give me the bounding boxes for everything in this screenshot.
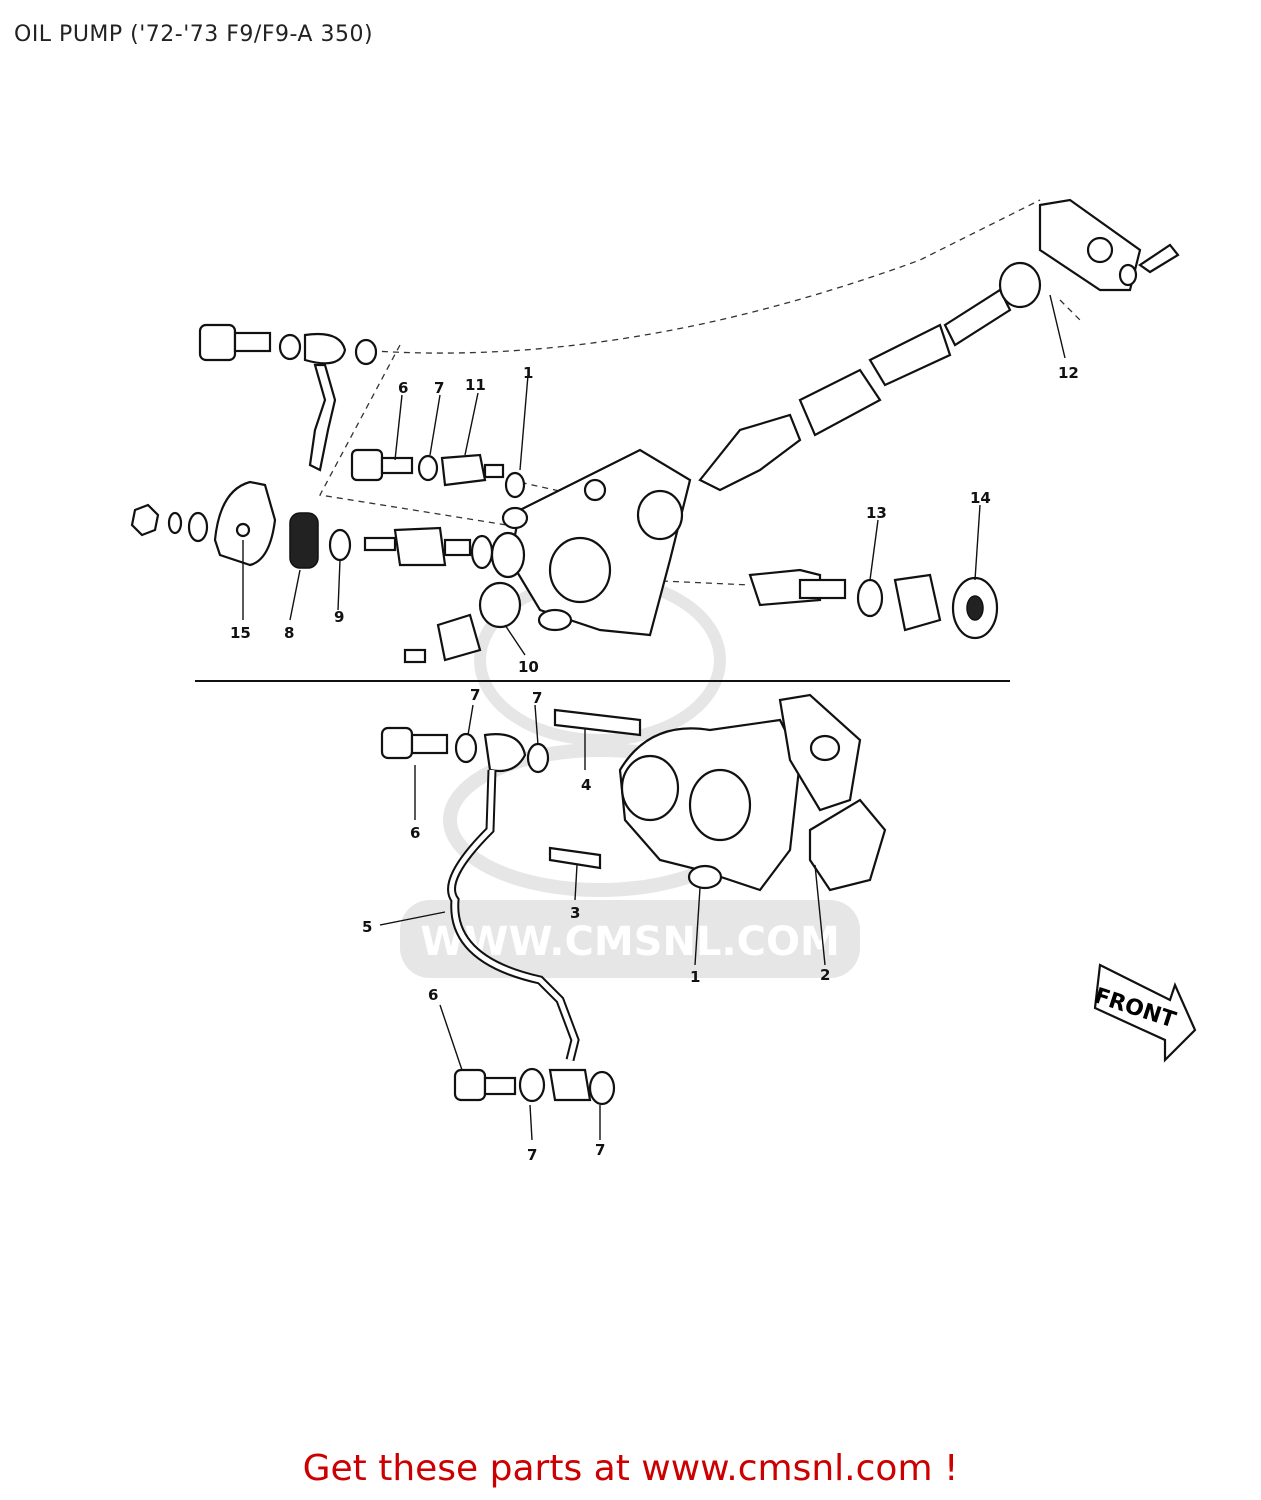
promo-link[interactable]: Get these parts at www.cmsnl.com ! [302,1448,959,1489]
callout-9: 9 [334,608,344,626]
lower-bolt-fitting [453,1067,616,1106]
callout-7-c: 7 [527,1146,537,1164]
page-title: OIL PUMP ('72-'73 F9/F9-A 350) [14,22,374,47]
callout-4: 4 [581,776,591,794]
callout-7-d: 7 [595,1141,605,1159]
leader-lines [242,294,1066,1141]
callout-7-a: 7 [470,686,480,704]
upper-banjo-bolt [198,323,378,472]
left-cable-pulley-stack [130,480,352,569]
callout-14: 14 [970,489,991,507]
callout-7-upper: 7 [434,379,444,397]
callout-10: 10 [518,658,539,676]
plunger-assembly [363,526,494,570]
callout-2: 2 [820,966,830,984]
callouts: 1 6 7 11 12 13 14 15 8 9 10 7 7 4 6 3 1 … [230,364,1079,1164]
callout-1-lower: 1 [690,968,700,986]
callout-13: 13 [866,504,887,522]
front-direction-arrow: FRONT [1091,963,1197,1063]
pump-shaft-assembly [698,198,1180,492]
callout-6-lower: 6 [428,986,438,1004]
callout-11: 11 [465,376,486,394]
callout-12: 12 [1058,364,1079,382]
lower-upper-seal-parts [403,531,526,664]
callout-1-upper: 1 [523,364,533,382]
callout-6-mid: 6 [410,824,420,842]
lower-pump-body [548,693,887,892]
callout-3: 3 [570,904,580,922]
callout-15: 15 [230,624,251,642]
lower-banjo-bolt [380,726,550,774]
callout-5: 5 [362,918,372,936]
upper-bolt-fitting [350,448,526,499]
callout-8: 8 [284,624,294,642]
callout-6-upper: 6 [398,379,408,397]
pump-body [501,448,692,637]
callout-7-b: 7 [532,689,542,707]
oil-pipe [447,769,580,1062]
right-shaft-seal-stack [748,568,999,640]
